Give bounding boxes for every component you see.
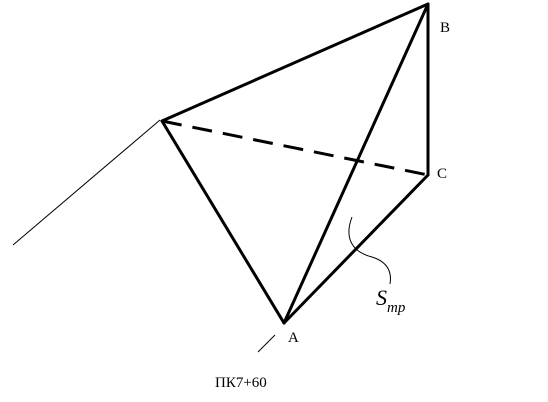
area-label-symbol: S	[376, 285, 387, 310]
area-label-subscript: тр	[387, 300, 406, 316]
area-label: Sтр	[376, 285, 406, 316]
projection-line-lower	[257, 334, 276, 353]
projection-line-upper	[12, 119, 161, 246]
edge-left-b	[160, 2, 430, 123]
area-leader-curve	[348, 216, 391, 285]
edge-a-b	[282, 2, 430, 325]
station-label: ПК7+60	[215, 375, 267, 391]
edge-left-a	[160, 119, 286, 325]
edge-left-c-hidden	[161, 119, 429, 177]
vertex-label-a: A	[288, 330, 299, 346]
vertex-label-b: B	[440, 20, 450, 36]
vertex-label-c: C	[437, 166, 447, 182]
